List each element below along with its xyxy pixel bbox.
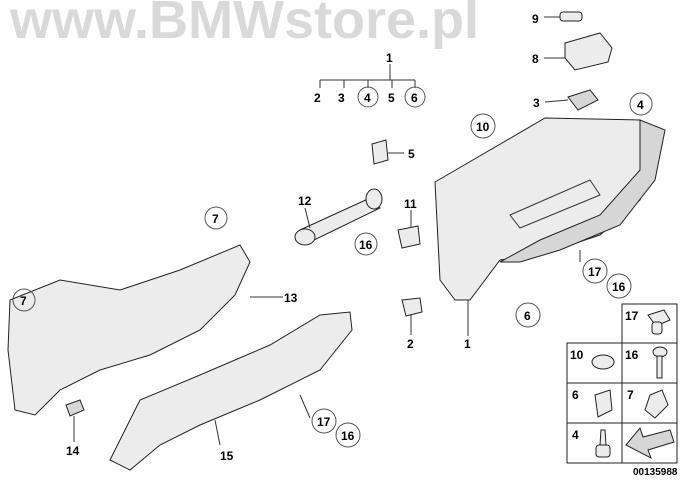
glovebox-assembly[interactable] [434, 117, 666, 301]
glovebox-lock[interactable] [564, 32, 613, 71]
callout-1-tree: 1 [386, 51, 393, 65]
switch[interactable] [567, 89, 599, 111]
diagram-number: 00135988 [633, 467, 678, 478]
callout-4-tree: 4 [364, 91, 371, 105]
callout-2[interactable]: 2 [407, 337, 414, 351]
watermark: www.BMWstore.pl [9, 0, 479, 50]
callout-5-tree: 5 [388, 91, 395, 105]
trim-panel-13[interactable] [7, 244, 251, 416]
hinge-11[interactable] [397, 225, 421, 249]
callout-15[interactable]: 15 [220, 449, 234, 463]
front-arrow-icon [625, 426, 675, 460]
legend-label-17: 17 [625, 309, 639, 323]
callout-17-panel[interactable]: 17 [317, 415, 331, 429]
callout-7-upper[interactable]: 7 [212, 212, 219, 226]
callout-16-panel[interactable]: 16 [341, 429, 355, 443]
callout-13[interactable]: 13 [284, 291, 298, 305]
callout-10[interactable]: 10 [476, 120, 490, 134]
callout-3-tree: 3 [338, 91, 345, 105]
callout-14[interactable]: 14 [66, 444, 80, 458]
hinge-2[interactable] [401, 297, 423, 317]
legend-label-6: 6 [572, 388, 579, 402]
clip-icon [594, 389, 613, 418]
expanding-rivet-icon [595, 429, 611, 458]
callout-5[interactable]: 5 [408, 147, 415, 161]
screw-icon [652, 346, 668, 379]
callout-11[interactable]: 11 [404, 197, 417, 211]
bracket-clip-icon [644, 389, 669, 419]
damper-tube[interactable] [294, 188, 383, 246]
callout-9[interactable]: 9 [532, 12, 539, 26]
legend-label-4: 4 [572, 428, 579, 442]
clip-nut-icon [647, 309, 671, 335]
callout-17-glovebox[interactable]: 17 [588, 265, 602, 279]
callout-8[interactable]: 8 [532, 52, 539, 66]
callout-6[interactable]: 6 [524, 309, 531, 323]
callout-1[interactable]: 1 [464, 337, 471, 351]
callout-12[interactable]: 12 [298, 194, 312, 208]
clip-14[interactable] [65, 399, 85, 417]
callout-6-tree: 6 [411, 91, 418, 105]
callout-3[interactable]: 3 [533, 96, 540, 110]
leader-lines [73, 16, 581, 446]
trim-panel-15[interactable] [109, 311, 353, 471]
legend-label-16: 16 [625, 348, 639, 362]
legend-label-10: 10 [570, 348, 584, 362]
fastener-legend [566, 303, 678, 464]
legend-label-7: 7 [627, 388, 634, 402]
callout-4[interactable]: 4 [637, 98, 644, 112]
callout-16-damper[interactable]: 16 [359, 238, 373, 252]
callout-7-left[interactable]: 7 [20, 294, 27, 308]
cover-cap[interactable] [371, 139, 389, 165]
plug-icon [591, 354, 615, 370]
callout-16-glovebox[interactable]: 16 [612, 280, 626, 294]
bulb[interactable] [559, 11, 583, 22]
callout-2-tree: 2 [314, 91, 321, 105]
